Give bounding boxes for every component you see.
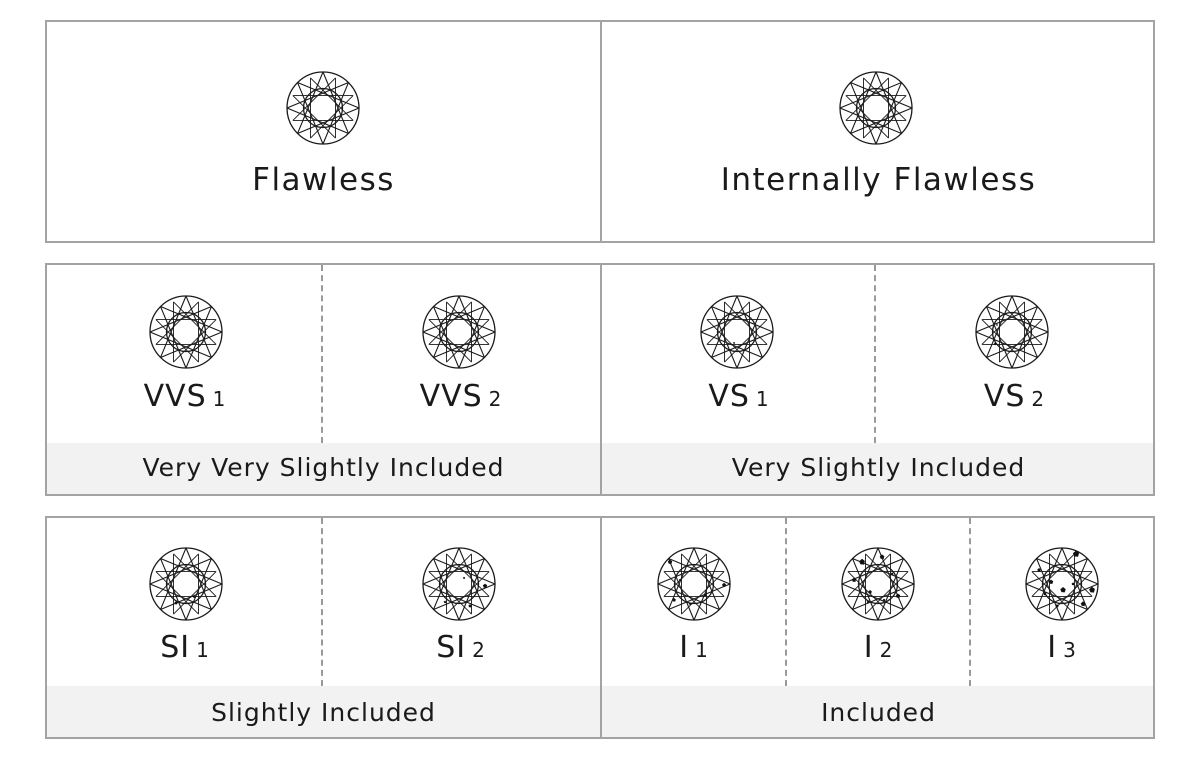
dashed-divider: [321, 265, 323, 443]
diamond-flawless-icon: [286, 71, 360, 145]
grade-sub: 1: [755, 387, 770, 411]
grade-sub: 1: [212, 387, 227, 411]
grade-sub: 2: [1031, 387, 1046, 411]
grade-main: I: [863, 630, 874, 665]
dashed-divider: [785, 518, 787, 686]
grade-main: I: [679, 630, 690, 665]
group-label-i: Included: [821, 698, 936, 727]
grade-sub: 2: [488, 387, 503, 411]
diamond-vs1-icon: [700, 295, 774, 369]
dashed-divider: [321, 518, 323, 686]
diamond-vs2-icon: [975, 295, 1049, 369]
grade-sub: 2: [472, 638, 486, 662]
grade-main: SI: [436, 630, 467, 665]
diamond-si2-icon: [422, 547, 496, 621]
diamond-vvs1-icon: [149, 295, 223, 369]
grade-label-flawless: Flawless: [252, 162, 395, 198]
row-divider: [600, 265, 602, 494]
clarity-row-flawless: Flawless Internally Flawless: [45, 20, 1155, 243]
diamond-internally-flawless-icon: [839, 71, 913, 145]
row-divider: [600, 22, 602, 241]
grade-sub: 1: [196, 638, 210, 662]
grade-main: VS: [708, 379, 750, 414]
diamond-i1-icon: [657, 547, 731, 621]
group-label-vvs: Very Very Slightly Included: [142, 453, 505, 482]
group-label-vs: Very Slightly Included: [731, 453, 1026, 482]
grade-main: VVS: [419, 379, 483, 414]
grade-main: VS: [983, 379, 1026, 414]
grade-main: VVS: [143, 379, 207, 414]
dashed-divider: [969, 518, 971, 686]
diamond-i3-icon: [1025, 547, 1099, 621]
dashed-divider: [874, 265, 876, 443]
grade-sub: 1: [695, 638, 709, 662]
row-divider: [600, 518, 602, 737]
grade-sub: 2: [879, 638, 894, 662]
diamond-si1-icon: [149, 547, 223, 621]
diamond-vvs2-icon: [422, 295, 496, 369]
diamond-i2-icon: [841, 547, 915, 621]
grade-label-internally-flawless: Internally Flawless: [720, 162, 1037, 198]
grade-main: SI: [160, 630, 191, 665]
grade-main: I: [1047, 630, 1058, 665]
group-label-si: Slightly Included: [211, 698, 436, 727]
grade-sub: 3: [1063, 638, 1077, 662]
